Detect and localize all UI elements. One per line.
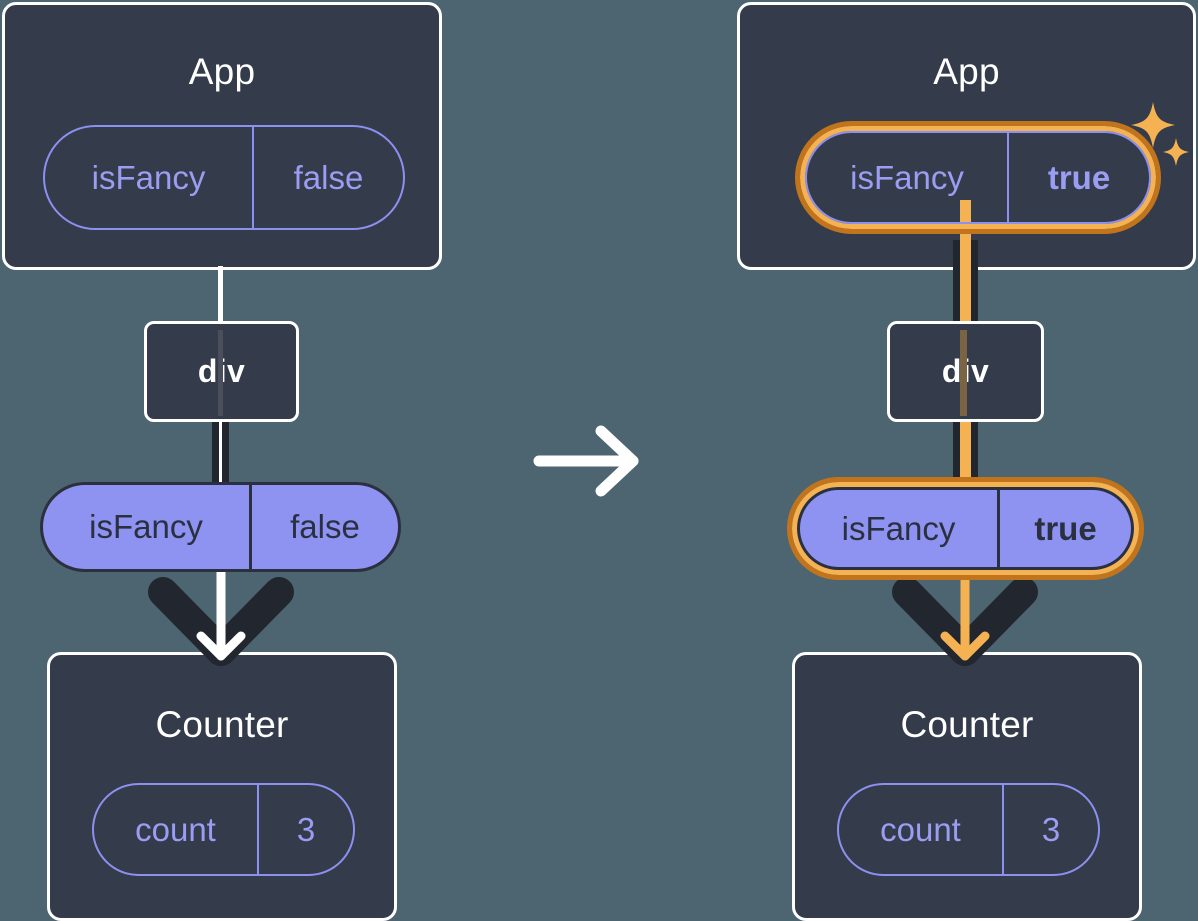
counter-state-pill-after: count 3 <box>837 783 1100 876</box>
counter-card-after: Counter count 3 <box>792 652 1142 921</box>
prop-pill-value: false <box>249 485 398 569</box>
prop-pill-key: isFancy <box>841 509 956 547</box>
flow-arrow-after <box>889 565 1041 676</box>
connector-through-div-before <box>218 330 223 416</box>
connector-div-to-prop-gap-before <box>219 418 222 486</box>
counter-card-title: Counter <box>155 704 289 745</box>
app-card-title: App <box>933 51 1000 92</box>
prop-pill-value: true <box>997 490 1131 567</box>
counter-state-pill-key: count <box>880 810 961 848</box>
app-state-pill-key: isFancy <box>850 158 964 196</box>
counter-card-before: Counter count 3 <box>47 652 397 921</box>
connector-app-to-div-after <box>960 200 971 326</box>
connector-div-to-prop-after <box>960 418 971 486</box>
app-state-pill-before: isFancy false <box>43 125 405 230</box>
arrow-right-icon <box>533 425 639 497</box>
sparkle-small-icon <box>1163 138 1189 166</box>
transition-arrow <box>533 425 645 497</box>
app-state-pill-value: false <box>252 127 403 228</box>
counter-state-pill-value: 3 <box>1002 785 1098 874</box>
connector-through-div-after <box>960 330 967 416</box>
sparkle-icon <box>1131 102 1175 148</box>
connector-app-to-div-before <box>218 266 223 324</box>
prop-pill-key: isFancy <box>89 508 203 545</box>
prop-pill-before: isFancy false <box>40 482 401 572</box>
counter-state-pill-key: count <box>135 810 216 848</box>
flow-arrow-before <box>145 565 297 676</box>
app-card-title: App <box>188 51 256 92</box>
counter-state-pill-value: 3 <box>257 785 353 874</box>
counter-state-pill-before: count 3 <box>92 783 355 876</box>
counter-card-title: Counter <box>900 704 1034 745</box>
app-state-pill-key: isFancy <box>91 158 206 196</box>
prop-pill-after: isFancy true <box>797 487 1134 570</box>
app-card-before: App isFancy false <box>2 2 442 270</box>
app-pill-sparkles <box>1129 100 1191 172</box>
app-state-pill-value: true <box>1007 133 1149 222</box>
app-state-pill-after: isFancy true <box>805 131 1151 224</box>
